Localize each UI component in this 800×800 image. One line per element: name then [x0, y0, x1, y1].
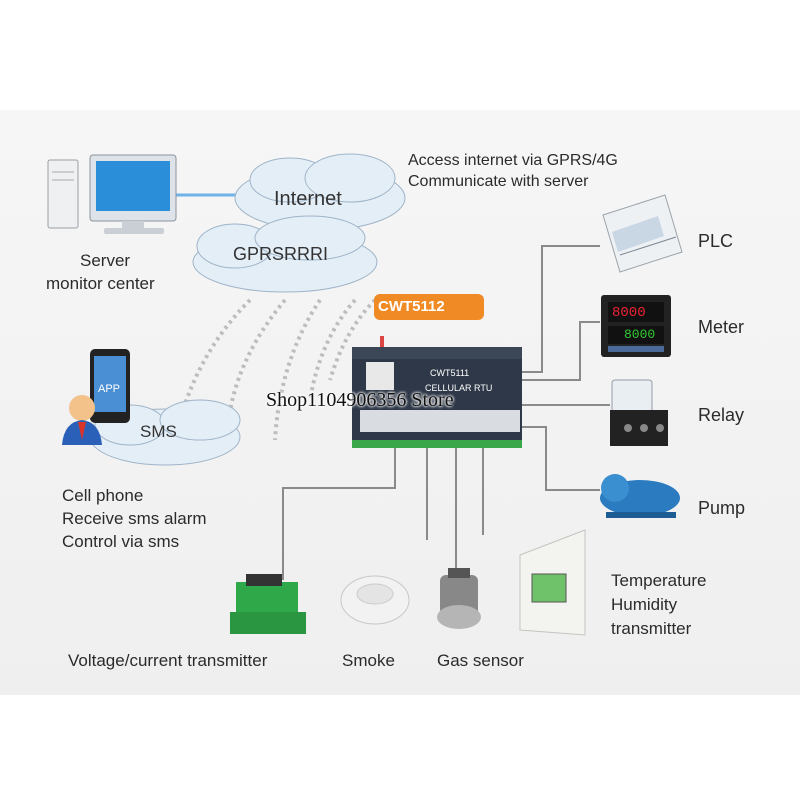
meter-display-bottom: 8000 [624, 327, 656, 342]
device-subtitle-label: CELLULAR RTU [425, 383, 493, 393]
voltage-current-transmitter [230, 574, 306, 634]
meter-display-top: 8000 [612, 305, 646, 321]
smoke-label: Smoke [342, 651, 395, 670]
gas-sensor [437, 568, 481, 629]
store-watermark: Shop1104906356 Store [266, 389, 454, 411]
cellphone-label-line2: Receive sms alarm [62, 509, 207, 528]
server-label-line1: Server [80, 251, 131, 270]
internet-cloud-label: Internet [274, 188, 342, 210]
sms-cloud-label: SMS [140, 422, 177, 441]
server-computer [47, 154, 177, 234]
device-model-label: CWT5111 [430, 368, 470, 378]
cellphone-label-line3: Control via sms [62, 532, 180, 551]
internet-cloud [234, 153, 406, 231]
meter-label: Meter [698, 317, 745, 337]
meter-device [601, 295, 671, 357]
cellphone-label-line1: Cell phone [62, 486, 144, 505]
temperature-label: Temperature [611, 571, 707, 590]
cell-phone [90, 349, 130, 423]
pump-device [600, 474, 680, 518]
voltage-transmitter-label: Voltage/current transmitter [68, 651, 268, 670]
phone-screen-label: APP [98, 383, 121, 395]
plc-device [602, 194, 683, 273]
access-internet-label: Access internet via GPRS/4G [408, 152, 618, 169]
cwt5111-rtu [352, 336, 522, 448]
relay-label: Relay [698, 405, 745, 425]
gprs-cloud [192, 215, 378, 293]
humidity-label: Humidity [611, 595, 678, 614]
relay-device [610, 379, 668, 446]
wireless-arcs [178, 298, 377, 441]
gprs-cloud-label: GPRSRRRI [233, 244, 329, 264]
transmitter-label: transmitter [611, 619, 692, 638]
plc-label: PLC [698, 231, 734, 251]
device-wires [282, 245, 610, 580]
person-avatar [62, 395, 102, 445]
gas-sensor-label: Gas sensor [437, 651, 524, 670]
smoke-detector [340, 575, 410, 625]
sms-cloud [89, 399, 241, 466]
cwt5112-tag [374, 294, 484, 320]
pump-label: Pump [698, 498, 746, 518]
device-tag-label: CWT5112 [378, 298, 445, 315]
temperature-humidity-transmitter [519, 529, 586, 636]
server-label-line2: monitor center [46, 274, 155, 293]
communicate-server-label: Communicate with server [408, 173, 589, 190]
